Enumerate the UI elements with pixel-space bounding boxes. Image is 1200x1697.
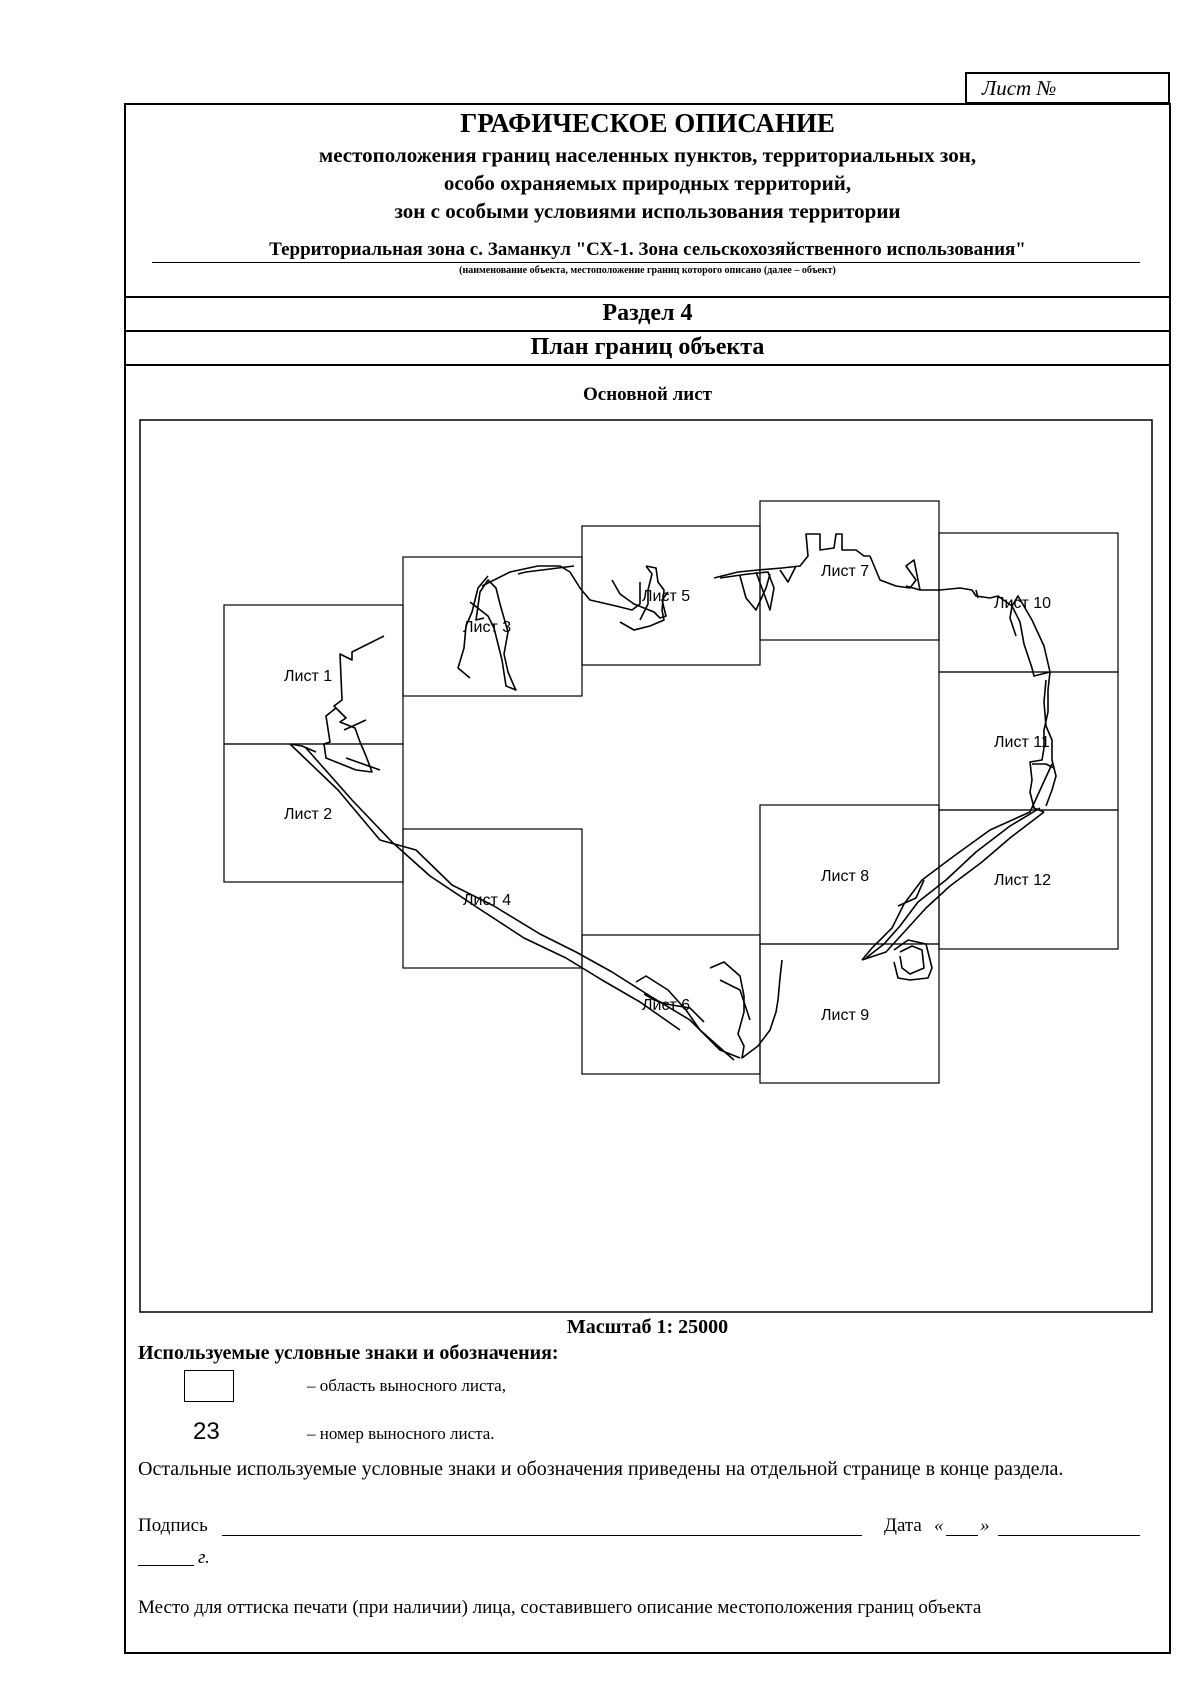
signature-line bbox=[222, 1535, 862, 1536]
date-year-line bbox=[138, 1565, 194, 1566]
section-divider-bottom bbox=[126, 364, 1169, 366]
sheet-label-10: Лист 10 bbox=[994, 595, 1051, 612]
legend-note: Остальные используемые условные знаки и … bbox=[138, 1458, 1064, 1480]
boundary-segment bbox=[905, 585, 1013, 607]
object-caption: (наименование объекта, местоположение гр… bbox=[459, 265, 836, 276]
object-name: Территориальная зона с. Заманкул "СХ-1. … bbox=[269, 239, 1026, 260]
sheet-label-4: Лист 4 bbox=[463, 892, 511, 909]
boundary-segment bbox=[779, 565, 797, 583]
map-frame bbox=[139, 419, 1153, 1313]
object-name-underline bbox=[152, 262, 1140, 263]
date-close-quote: » bbox=[980, 1515, 990, 1536]
boundary-segment bbox=[869, 555, 921, 591]
sheet-label-5: Лист 5 bbox=[642, 588, 690, 605]
main-sheet-label: Основной лист bbox=[583, 384, 712, 405]
boundary-segment bbox=[643, 993, 705, 1023]
section-divider-top bbox=[126, 296, 1169, 298]
boundary-segment bbox=[517, 565, 575, 575]
sheet-label-1: Лист 1 bbox=[284, 668, 332, 685]
boundary-segment bbox=[481, 565, 641, 611]
date-label: Дата bbox=[884, 1515, 922, 1536]
boundary-segment bbox=[619, 565, 665, 631]
boundary-segment bbox=[305, 747, 681, 1031]
boundary-segment bbox=[719, 979, 751, 1021]
signature-label: Подпись bbox=[138, 1515, 208, 1536]
boundary-segment bbox=[861, 811, 1045, 961]
legend-symbol-sheet-area bbox=[184, 1370, 234, 1402]
sheet-number-label: Лист № bbox=[982, 76, 1057, 100]
boundary-segment bbox=[289, 743, 741, 1059]
boundary-segment bbox=[635, 975, 735, 1061]
sheet-extents bbox=[223, 500, 1119, 1084]
sheet-label-8: Лист 8 bbox=[821, 868, 869, 885]
boundary-segment bbox=[709, 959, 783, 1059]
boundary-segment bbox=[975, 589, 979, 599]
sheet-label-9: Лист 9 bbox=[821, 1007, 869, 1024]
doc-title: ГРАФИЧЕСКОЕ ОПИСАНИЕ bbox=[460, 108, 835, 138]
sheet-extent-2 bbox=[223, 743, 404, 883]
sheet-label-12: Лист 12 bbox=[994, 872, 1051, 889]
boundary-segment bbox=[1009, 605, 1017, 637]
boundary-segment bbox=[333, 635, 385, 773]
boundary-segment bbox=[1029, 671, 1051, 813]
doc-subtitle-2: особо охраняемых природных территорий, bbox=[443, 171, 852, 195]
boundary-segment bbox=[343, 719, 367, 731]
boundary-segment bbox=[1011, 595, 1051, 677]
boundary-segment bbox=[323, 707, 357, 771]
boundary-segment bbox=[719, 571, 775, 611]
sheet-label-3: Лист 3 bbox=[463, 619, 511, 636]
date-open-quote: « bbox=[934, 1515, 944, 1536]
sheet-label-7: Лист 7 bbox=[821, 563, 869, 580]
boundary-segment bbox=[739, 573, 771, 611]
legend-text-sheet-number: – номер выносного листа. bbox=[307, 1424, 495, 1443]
boundary-segment bbox=[713, 533, 870, 579]
boundary-segment bbox=[865, 807, 1041, 959]
doc-subtitle-1: местоположения границ населенных пунктов… bbox=[318, 143, 977, 167]
page-frame bbox=[124, 103, 1171, 1654]
sheet-label-11: Лист 11 bbox=[994, 734, 1050, 751]
sheet-extent-12 bbox=[938, 809, 1119, 950]
boundary-lines bbox=[289, 533, 1057, 1061]
boundary-segment bbox=[861, 763, 1053, 961]
boundary-segment bbox=[469, 579, 517, 691]
boundary-segment bbox=[1043, 679, 1057, 807]
date-day-line bbox=[946, 1535, 978, 1536]
legend-symbol-sheet-number: 23 bbox=[193, 1418, 220, 1445]
sheet-label-2: Лист 2 bbox=[284, 806, 332, 823]
stamp-placeholder-text: Место для оттиска печати (при наличии) л… bbox=[138, 1597, 982, 1618]
boundary-segment bbox=[897, 879, 925, 907]
section-divider-mid bbox=[126, 330, 1169, 332]
boundary-segment bbox=[893, 939, 933, 981]
year-suffix: г. bbox=[198, 1547, 210, 1568]
sheet-extent-4 bbox=[402, 828, 583, 969]
boundary-segment bbox=[289, 743, 317, 753]
section-title: Раздел 4 bbox=[602, 300, 693, 326]
sheet-extent-9 bbox=[759, 943, 940, 1084]
legend-title: Используемые условные знаки и обозначени… bbox=[138, 1342, 559, 1364]
section-subtitle: План границ объекта bbox=[530, 334, 765, 360]
scale-label: Масштаб 1: 25000 bbox=[566, 1316, 729, 1338]
legend-text-sheet-area: – область выносного листа, bbox=[307, 1376, 506, 1395]
boundary-segment bbox=[899, 945, 925, 975]
boundary-segment bbox=[457, 575, 489, 679]
doc-subtitle-3: зон с особыми условиями использования те… bbox=[394, 199, 901, 223]
date-month-line bbox=[998, 1535, 1140, 1536]
sheet-label-6: Лист 6 bbox=[642, 997, 690, 1014]
boundary-segment bbox=[611, 579, 669, 619]
boundary-segment bbox=[345, 757, 381, 771]
